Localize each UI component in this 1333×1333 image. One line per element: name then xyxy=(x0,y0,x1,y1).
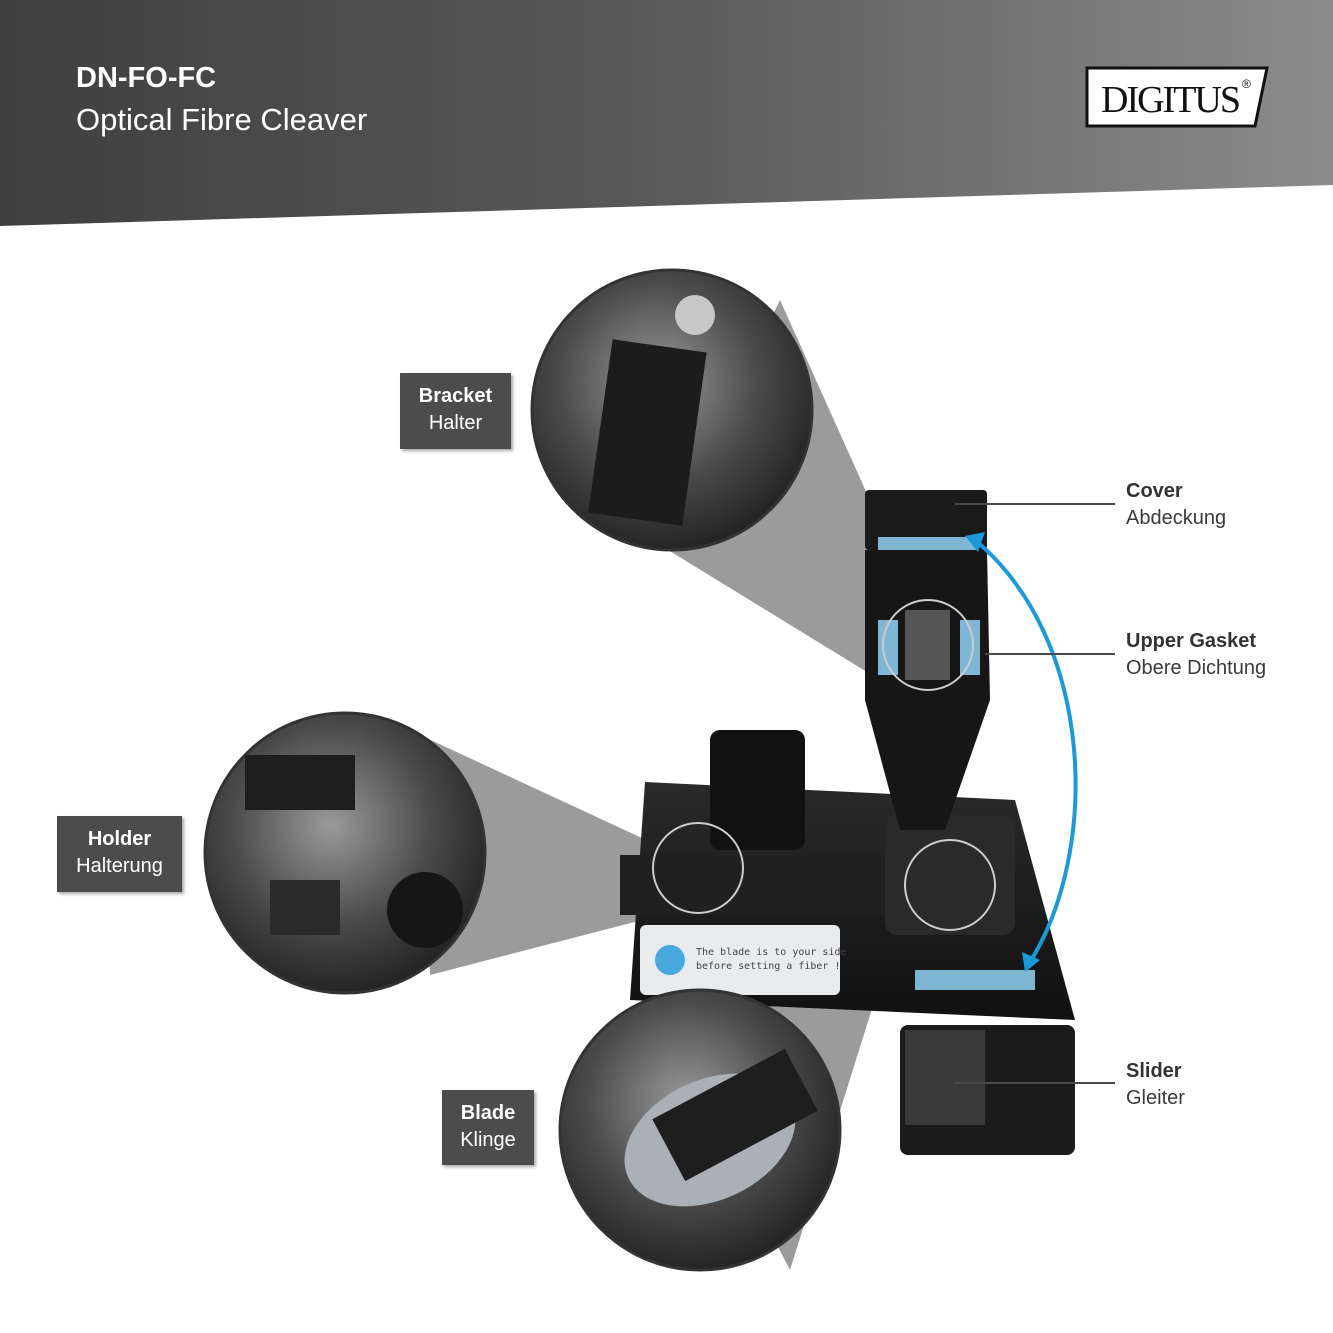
callout-holder-en: Holder xyxy=(87,828,152,850)
digitus-logo: DIGITUS ® xyxy=(1085,66,1269,128)
device-warning-line1: The blade is to your side xyxy=(696,947,847,958)
callout-cover-en: Cover xyxy=(1126,480,1183,502)
open-close-arrow xyxy=(973,538,1078,964)
svg-text:®: ® xyxy=(1242,77,1251,91)
model-number: DN-FO-FC xyxy=(76,62,217,94)
callout-holder-de: Halterung xyxy=(76,855,163,877)
callout-blade-en: Blade xyxy=(460,1102,516,1124)
bracket-zoom-circle xyxy=(530,268,814,552)
callout-slider-de: Gleiter xyxy=(1126,1087,1185,1109)
callout-cover: Cover Abdeckung xyxy=(1126,478,1226,532)
callout-blade: Blade Klinge xyxy=(442,1090,534,1165)
svg-text:DIGITUS: DIGITUS xyxy=(1101,79,1241,121)
callout-blade-de: Klinge xyxy=(460,1129,516,1151)
slider-leader-line xyxy=(955,1082,1115,1084)
callout-slider: Slider Gleiter xyxy=(1126,1058,1185,1112)
callout-upper-gasket: Upper Gasket Obere Dichtung xyxy=(1126,628,1266,682)
callout-cover-de: Abdeckung xyxy=(1126,507,1227,529)
gasket-leader-line xyxy=(985,653,1115,655)
callout-bracket-en: Bracket xyxy=(418,385,493,407)
callout-upper-gasket-de: Obere Dichtung xyxy=(1126,657,1267,679)
callout-holder: Holder Halterung xyxy=(57,816,182,892)
holder-zoom-circle xyxy=(203,711,487,995)
callout-bracket: Bracket Halter xyxy=(400,373,511,449)
product-name: Optical Fibre Cleaver xyxy=(76,102,368,137)
callout-upper-gasket-en: Upper Gasket xyxy=(1126,630,1257,652)
callout-slider-en: Slider xyxy=(1126,1060,1182,1082)
cover-leader-line xyxy=(955,503,1115,505)
cleaver-device: The blade is to your side before setting… xyxy=(620,490,1075,1155)
blade-zoom-circle xyxy=(558,988,842,1272)
callout-bracket-de: Halter xyxy=(428,412,483,434)
device-warning-line2: before setting a fiber ! xyxy=(696,961,841,972)
